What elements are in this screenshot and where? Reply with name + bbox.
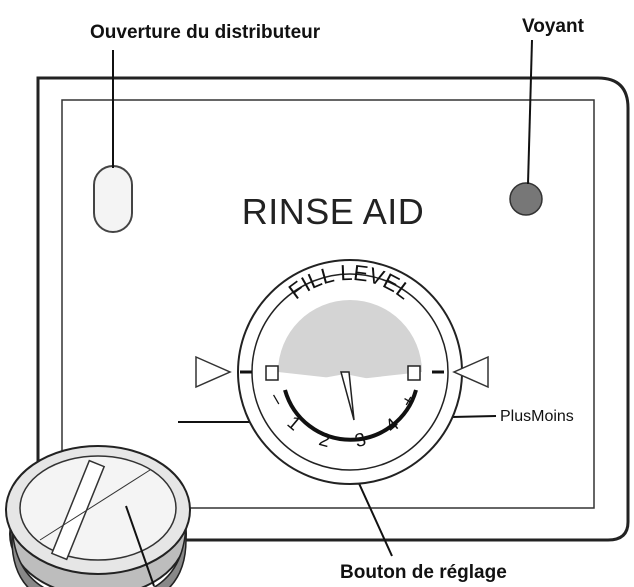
callout-dispenser-opening: Ouverture du distributeur [90, 22, 321, 43]
dial-marker-right [407, 365, 421, 381]
leader-line-cap [125, 505, 155, 587]
arrow-right-triangle [195, 355, 232, 389]
dispenser-opening[interactable] [93, 165, 133, 233]
panel-inner-outline [61, 99, 595, 509]
scale-mark-2: 2 [317, 429, 333, 452]
indicator-light [509, 182, 543, 216]
scale-mark-3: 3 [353, 429, 369, 452]
dispenser-cap[interactable] [5, 445, 191, 587]
fill-level-gauge [278, 300, 422, 380]
arrow-left-triangle [452, 355, 489, 389]
dial-pointer [340, 371, 355, 421]
callout-adjust-knob: Bouton de réglage [340, 562, 507, 583]
dial-scale-arc [283, 389, 418, 442]
leader-line-indicator [527, 39, 533, 185]
callout-indicator: Voyant [522, 16, 585, 37]
dial-marker-left [265, 365, 279, 381]
panel-title: RINSE AID [242, 191, 425, 232]
callout-plus-minus: PlusMoins [500, 408, 574, 425]
